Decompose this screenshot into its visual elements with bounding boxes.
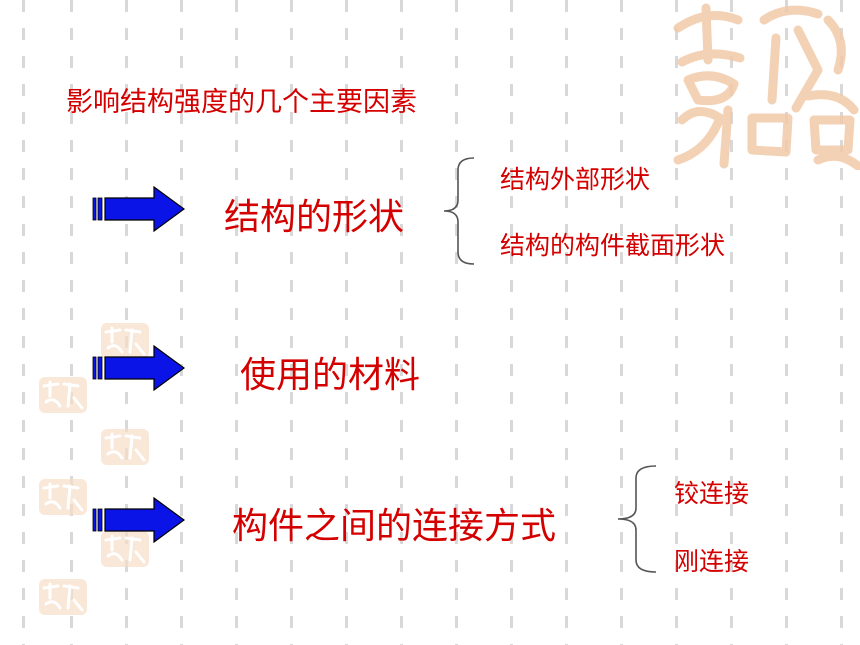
- left-brace-icon: [443, 157, 475, 265]
- auspicious-seal-large-icon: [673, 3, 860, 170]
- detail-rigid-joint: 刚连接: [674, 547, 750, 576]
- factor-label-connection: 构件之间的连接方式: [232, 506, 557, 547]
- right-arrow-icon: [92, 186, 186, 232]
- detail-hinged-joint: 铰连接: [674, 479, 750, 508]
- auspicious-seal-small-icon: [101, 531, 149, 567]
- detail-section-shape: 结构的构件截面形状: [500, 231, 726, 260]
- factor-label-shape: 结构的形状: [224, 197, 405, 238]
- auspicious-seal-small-icon: [101, 429, 149, 465]
- slide-title: 影响结构强度的几个主要因素: [66, 87, 417, 118]
- auspicious-seal-small-icon: [101, 323, 149, 359]
- detail-external-shape: 结构外部形状: [500, 165, 651, 194]
- right-arrow-icon: [92, 345, 186, 391]
- factor-label-material: 使用的材料: [240, 355, 421, 396]
- right-arrow-icon: [92, 497, 186, 543]
- auspicious-seal-small-icon: [39, 479, 87, 515]
- auspicious-seal-small-icon: [39, 377, 87, 413]
- auspicious-seal-small-icon: [39, 579, 87, 615]
- left-brace-icon: [617, 465, 657, 573]
